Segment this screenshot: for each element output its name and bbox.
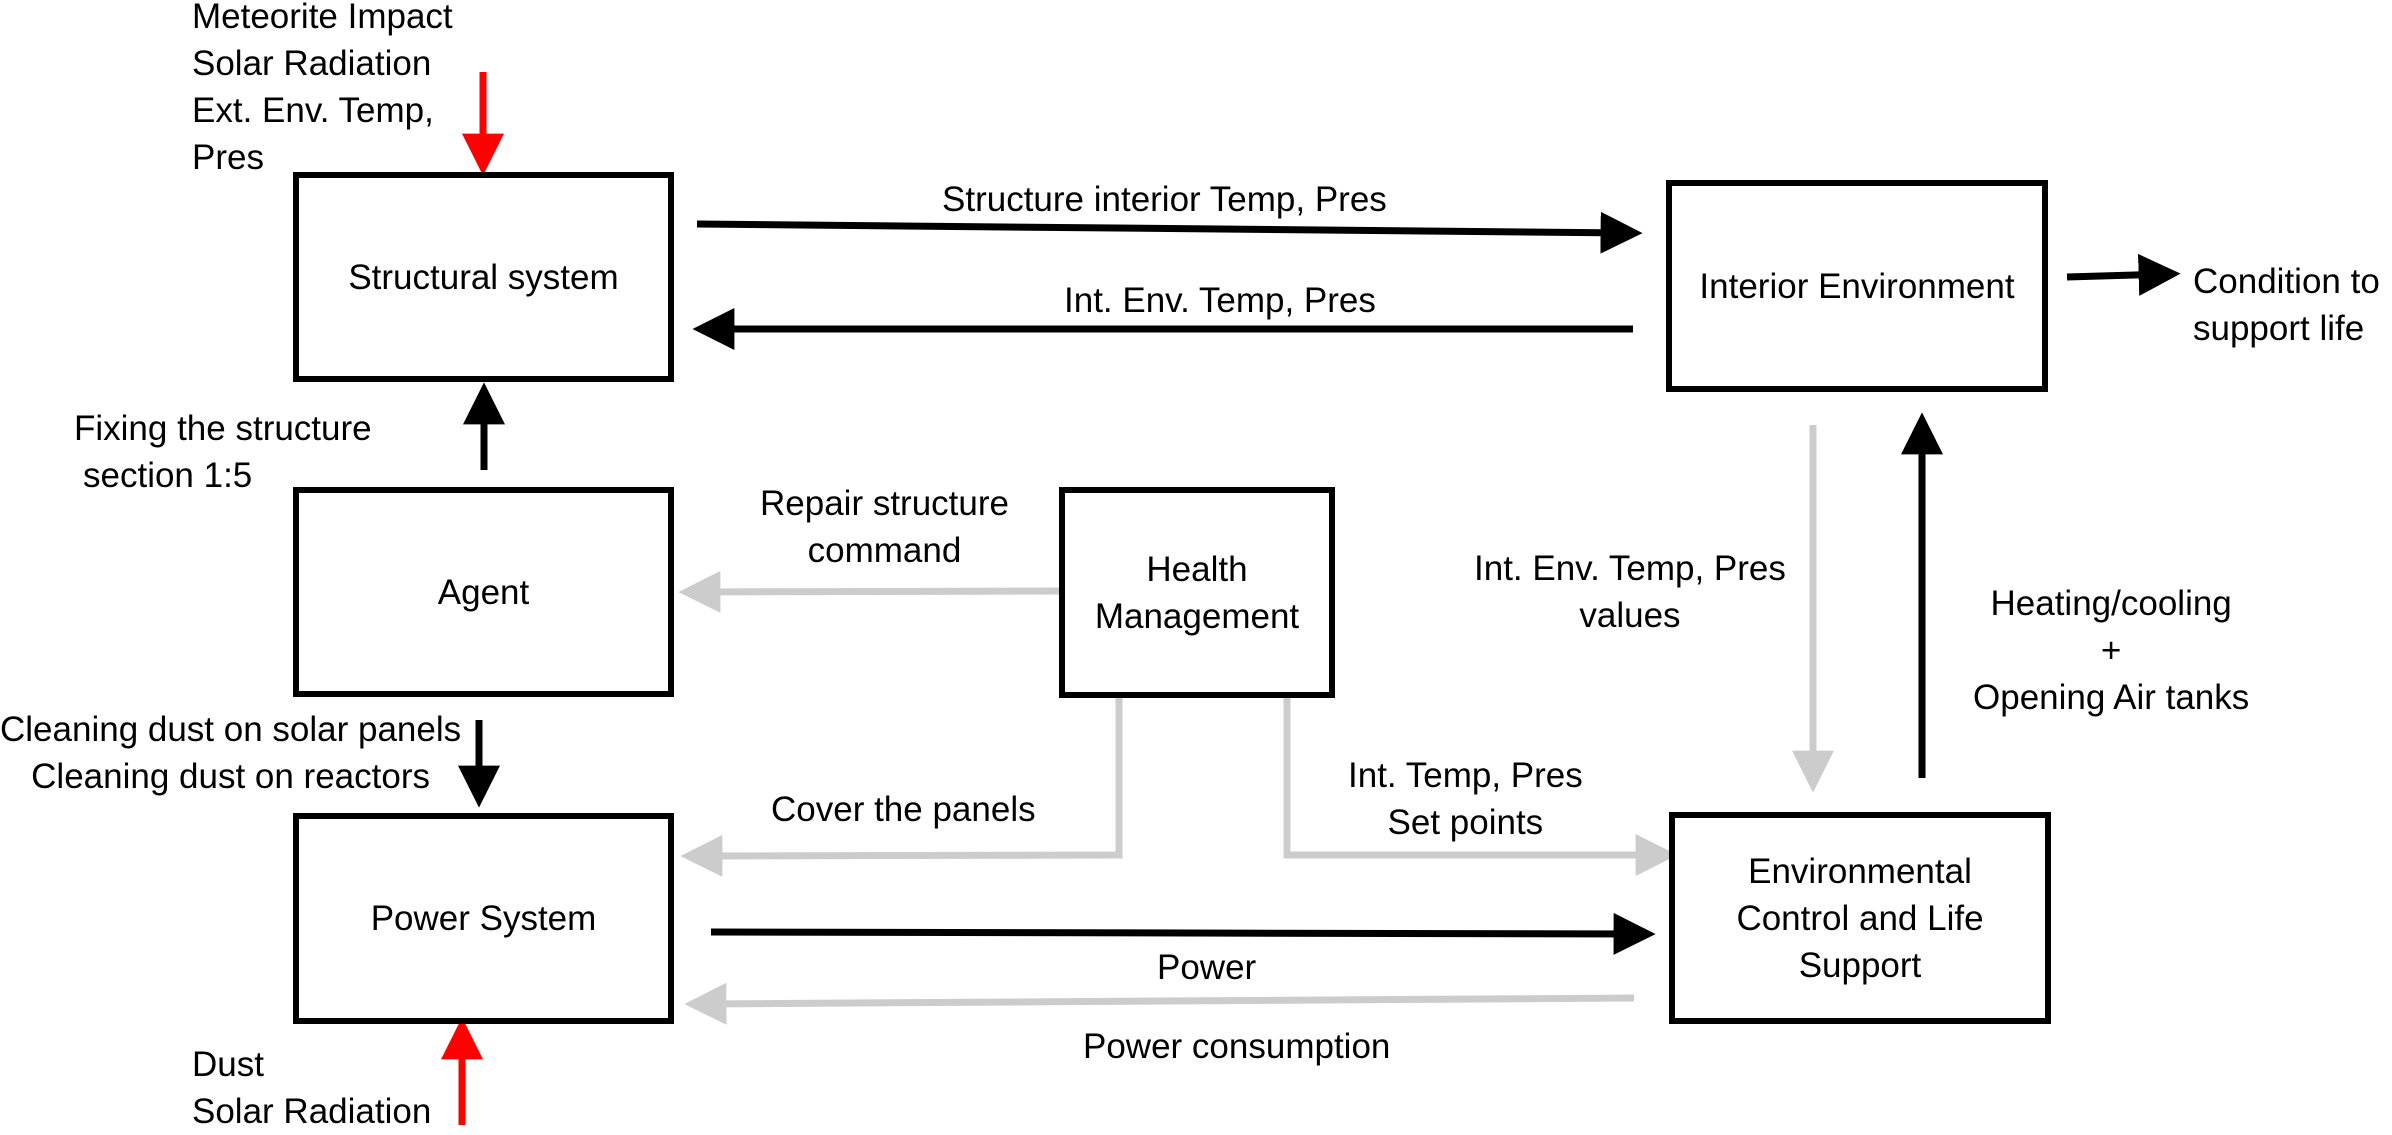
arrow-health-to-power: [680, 698, 1123, 877]
interior-environment-box: Interior Environment: [1666, 180, 2048, 392]
heating-label-line-1: Heating/cooling: [1990, 584, 2232, 623]
power-label: Power: [1157, 948, 1257, 987]
setpoints-label-line-2: Set points: [1387, 803, 1544, 842]
eclss-label-line-3: Support: [1798, 945, 1922, 985]
eclss-label-line-1: Environmental: [1748, 851, 1972, 891]
repair-label-line-1: Repair structure: [760, 484, 1009, 523]
power-consumption-label: Power consumption: [1083, 1027, 1391, 1066]
structural-system-box: Structural system: [293, 172, 674, 382]
arrow-health-to-eclss: [1283, 698, 1678, 876]
meteorite-label-line-4: Pres: [192, 138, 264, 177]
eclss-box: Environmental Control and Life Support: [1669, 812, 2051, 1024]
cover-panels-label: Cover the panels: [771, 790, 1036, 829]
arrow-power-to-eclss: [710, 912, 1656, 955]
heating-label-line-3: Opening Air tanks: [1973, 678, 2250, 717]
condition-label: Condition to support life: [2193, 258, 2380, 352]
power-system-box: Power System: [293, 813, 674, 1024]
dust-label-line-2: Solar Radiation: [192, 1092, 432, 1131]
condition-label-line-2: support life: [2193, 309, 2365, 348]
interior-environment-label: Interior Environment: [1699, 266, 2015, 306]
int-env-top-label: Int. Env. Temp, Pres: [1064, 281, 1376, 320]
cleaning-label-line-2: Cleaning dust on reactors: [31, 757, 430, 796]
health-management-label-line-1: Health: [1146, 549, 1248, 589]
structural-system-label: Structural system: [348, 257, 619, 297]
arrow-interior-to-condition: [2066, 253, 2181, 296]
dust-label-line-1: Dust: [192, 1045, 264, 1084]
structure-interior-label: Structure interior Temp, Pres: [942, 180, 1387, 219]
repair-label: Repair structure command: [760, 480, 1009, 574]
condition-label-line-1: Condition to: [2193, 262, 2380, 301]
fixing-label-line-1: Fixing the structure: [74, 409, 372, 448]
power-system-label: Power System: [370, 899, 597, 938]
arrow-eclss-to-power: [684, 982, 1635, 1025]
agent-label: Agent: [437, 572, 530, 612]
int-env-values-label-line-2: values: [1579, 596, 1681, 635]
repair-label-line-2: command: [807, 531, 962, 570]
arrow-health-to-agent: [678, 570, 1061, 613]
fixing-label-line-2: section 1:5: [83, 456, 253, 495]
agent-box: Agent: [293, 487, 674, 697]
arrow-structure-to-interior: [696, 211, 1643, 254]
meteorite-label-line-2: Solar Radiation: [192, 44, 432, 83]
meteorite-label-line-3: Ext. Env. Temp,: [192, 91, 434, 130]
fixing-label: Fixing the structure section 1:5: [74, 405, 372, 499]
eclss-label-line-2: Control and Life: [1736, 898, 1984, 938]
heating-label: Heating/cooling + Opening Air tanks: [1973, 580, 2249, 721]
meteorite-label-line-1: Meteorite Impact: [192, 0, 453, 36]
int-env-values-label: Int. Env. Temp, Pres values: [1474, 545, 1786, 639]
setpoints-label: Int. Temp, Pres Set points: [1348, 752, 1583, 846]
int-env-values-label-line-1: Int. Env. Temp, Pres: [1474, 549, 1786, 588]
health-management-label-line-2: Management: [1094, 596, 1300, 636]
heating-label-line-2: +: [2100, 631, 2122, 670]
dust-label: Dust Solar Radiation: [192, 1041, 431, 1135]
setpoints-label-line-1: Int. Temp, Pres: [1348, 756, 1583, 795]
health-management-box: Health Management: [1059, 487, 1335, 698]
meteorite-label: Meteorite Impact Solar Radiation Ext. En…: [192, 0, 453, 181]
cleaning-label-line-1: Cleaning dust on solar panels: [0, 710, 462, 749]
cleaning-label: Cleaning dust on solar panels Cleaning d…: [0, 706, 461, 800]
